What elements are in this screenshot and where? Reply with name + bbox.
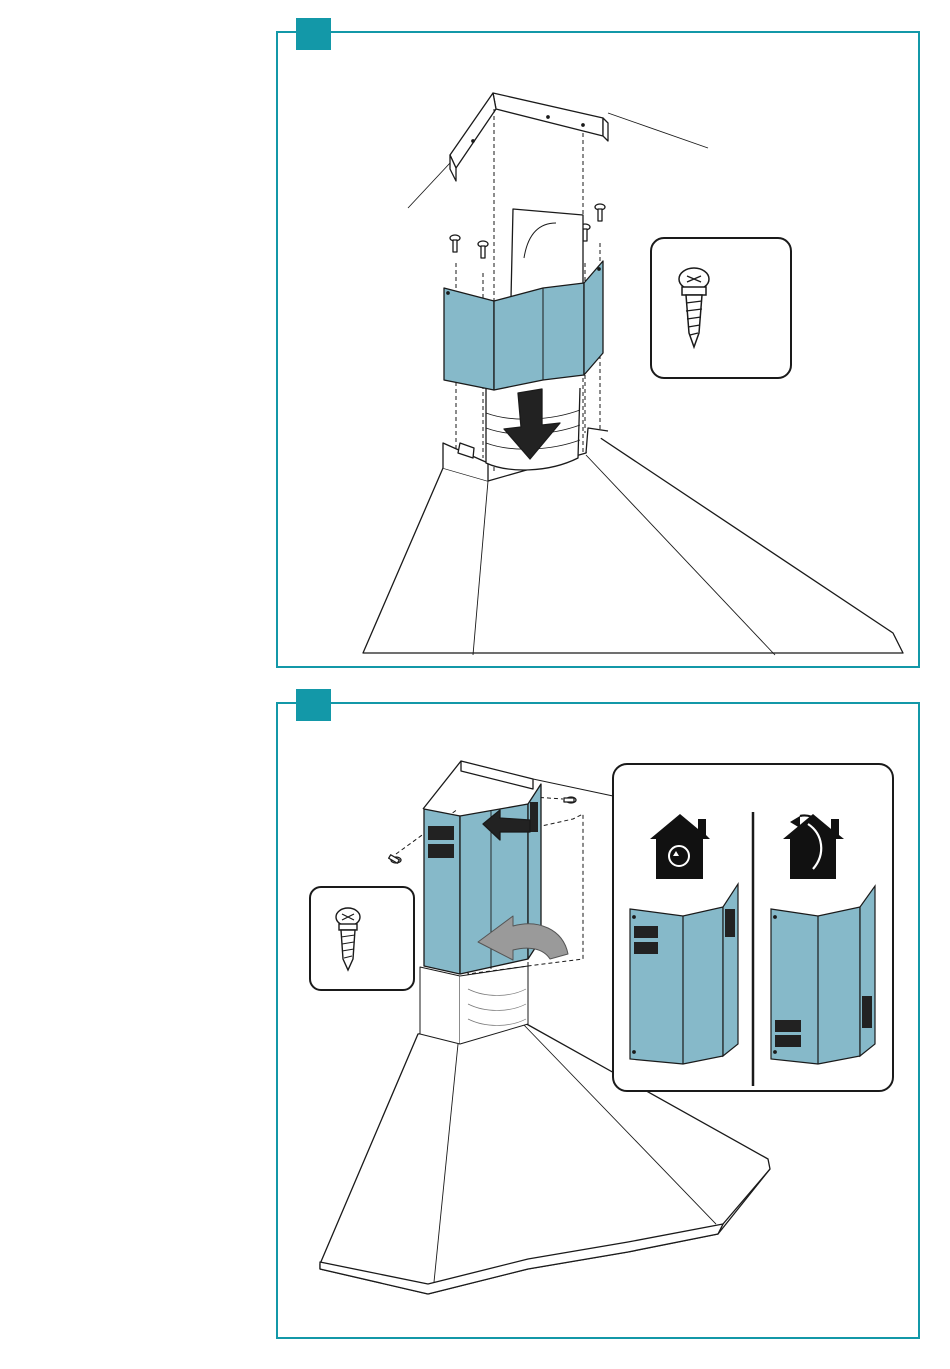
- screw-detail-callout: [651, 238, 791, 378]
- step-1-illustration: [278, 33, 918, 666]
- step-1-panel: [276, 31, 920, 668]
- step-2-illustration: [278, 704, 918, 1337]
- hood-body: [363, 421, 903, 655]
- screw-detail-callout: [310, 887, 414, 990]
- step-2-panel: [276, 702, 920, 1339]
- ceiling-bracket-icon: [450, 93, 608, 181]
- mode-options-callout: [613, 764, 893, 1091]
